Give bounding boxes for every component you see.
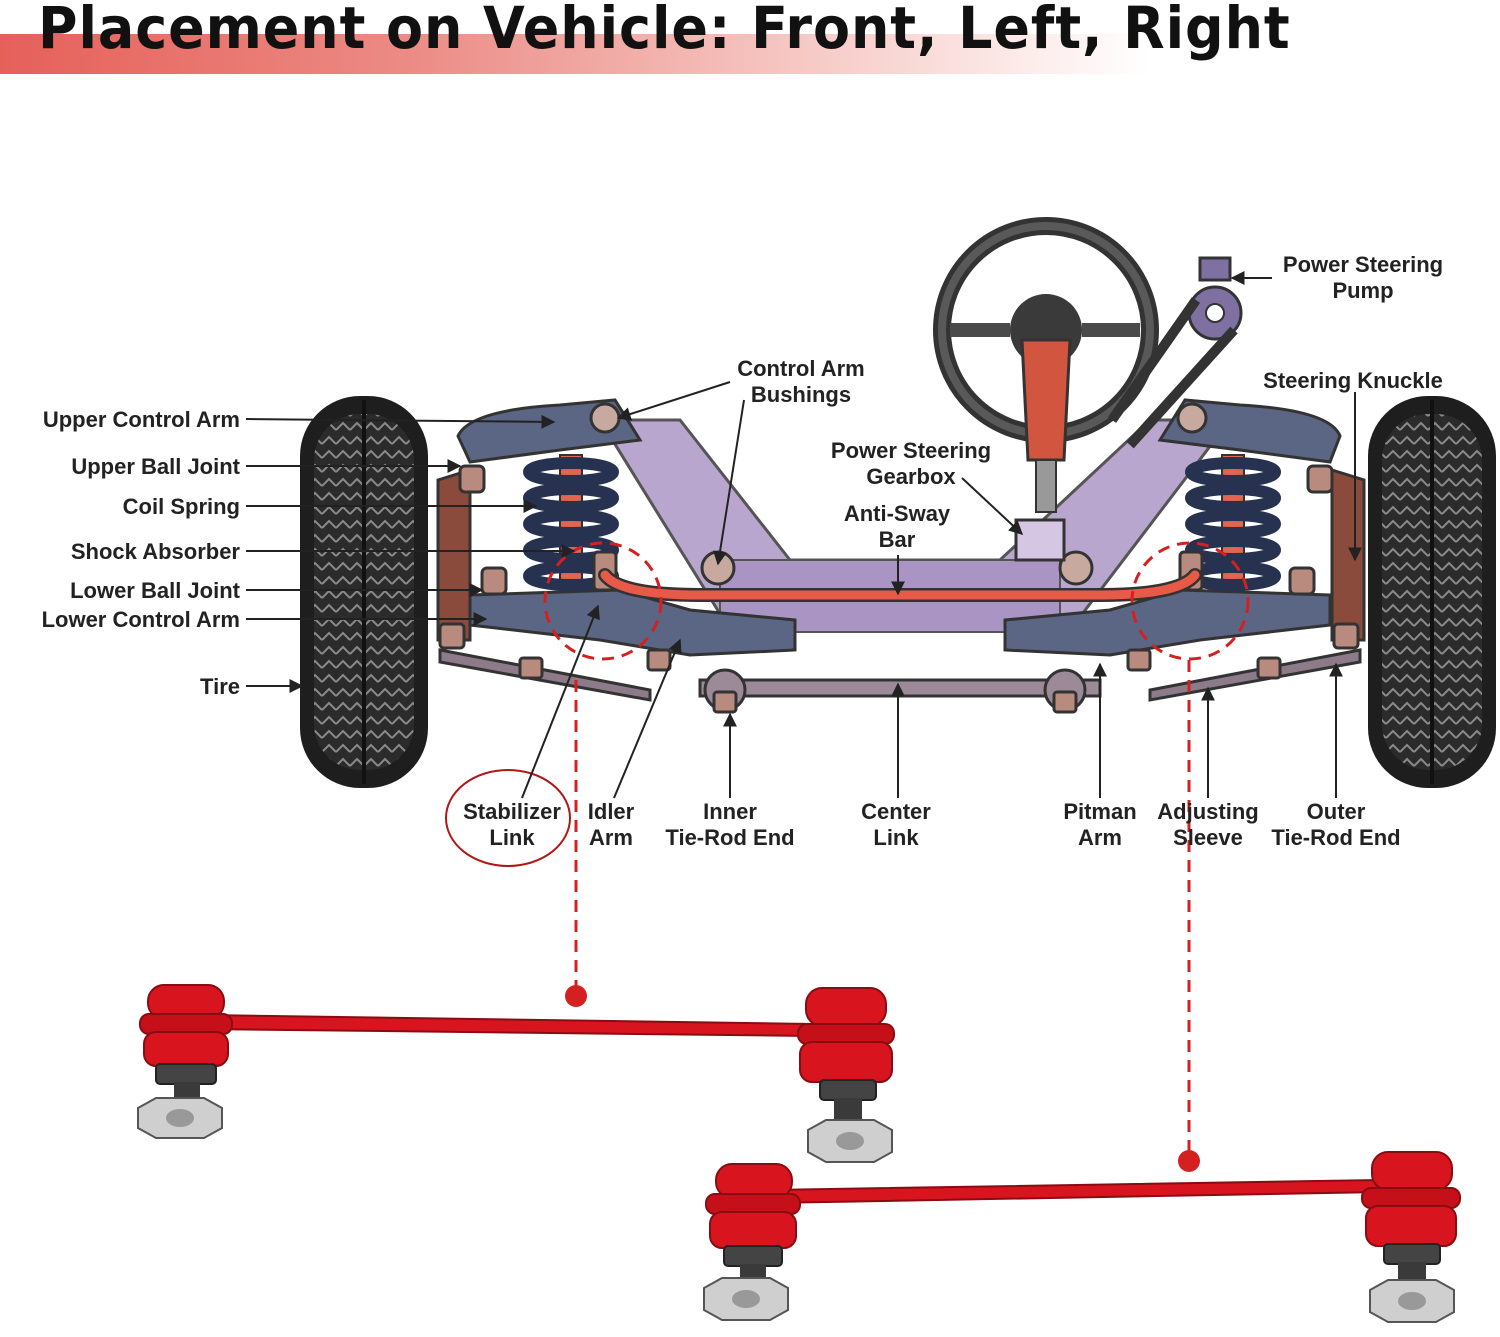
tie-rod-ends [438,622,1360,714]
left-steering-knuckle [436,467,472,642]
label-stabilizer-link-2: Link [489,825,535,850]
label-center-link-2: Link [873,825,919,850]
steering-column [1014,338,1072,562]
stabilizer-link-product-1 [137,984,895,1163]
label-control-arm-bushings-2: Bushings [751,382,851,407]
page-title: Placement on Vehicle: Front, Left, Right [38,0,1291,62]
left-stabilizer-highlight [543,541,663,661]
label-anti-sway-bar-1: Anti-Sway [844,501,951,526]
label-outer-tie-rod-end-1: Outer [1307,799,1366,824]
left-connector-dot [565,985,587,1007]
stabilizer-label-circle [445,769,571,867]
label-power-steering-pump-1: Power Steering [1283,252,1443,277]
right-tire [1368,396,1496,788]
right-coil-spring [1185,454,1281,591]
label-power-steering-gearbox-2: Gearbox [866,464,956,489]
label-power-steering-gearbox-1: Power Steering [831,438,991,463]
label-power-steering-pump-2: Pump [1332,278,1393,303]
label-control-arm-bushings-1: Control Arm [737,356,865,381]
label-adjusting-sleeve-1: Adjusting [1157,799,1258,824]
labels: Upper Control Arm Upper Ball Joint Coil … [42,252,1444,850]
left-lower-bushing [700,550,736,586]
label-pitman-arm-2: Arm [1078,825,1122,850]
left-upper-bushing [589,402,621,434]
right-connector-dot [1178,1150,1200,1172]
label-lower-control-arm: Lower Control Arm [42,607,240,632]
label-center-link-1: Center [861,799,931,824]
label-steering-knuckle: Steering Knuckle [1263,368,1443,393]
header: Placement on Vehicle: Front, Left, Right [0,0,1500,80]
label-upper-ball-joint: Upper Ball Joint [71,454,240,479]
label-lower-ball-joint: Lower Ball Joint [70,578,241,603]
label-adjusting-sleeve-2: Sleeve [1173,825,1243,850]
right-steering-knuckle [1330,467,1366,642]
label-shock-absorber: Shock Absorber [71,539,241,564]
label-upper-control-arm: Upper Control Arm [43,407,240,432]
label-anti-sway-bar-2: Bar [879,527,916,552]
label-outer-tie-rod-end-2: Tie-Rod End [1271,825,1400,850]
power-steering-pump [1107,256,1243,449]
right-upper-bushing [1176,402,1208,434]
ball-joints [458,464,1334,596]
right-lower-bushing [1058,550,1094,586]
label-idler-arm-2: Arm [589,825,633,850]
header-gradient-bar [0,34,1150,74]
leader-lines [245,271,1362,799]
label-inner-tie-rod-end-1: Inner [703,799,757,824]
label-coil-spring: Coil Spring [123,494,240,519]
label-idler-arm-1: Idler [588,799,635,824]
label-stabilizer-link-1: Stabilizer [463,799,561,824]
label-inner-tie-rod-end-2: Tie-Rod End [665,825,794,850]
label-pitman-arm-1: Pitman [1063,799,1136,824]
left-tire [300,396,428,788]
label-tire: Tire [200,674,240,699]
right-stabilizer-highlight [1130,541,1250,661]
stabilizer-link-product-2 [703,1151,1461,1323]
